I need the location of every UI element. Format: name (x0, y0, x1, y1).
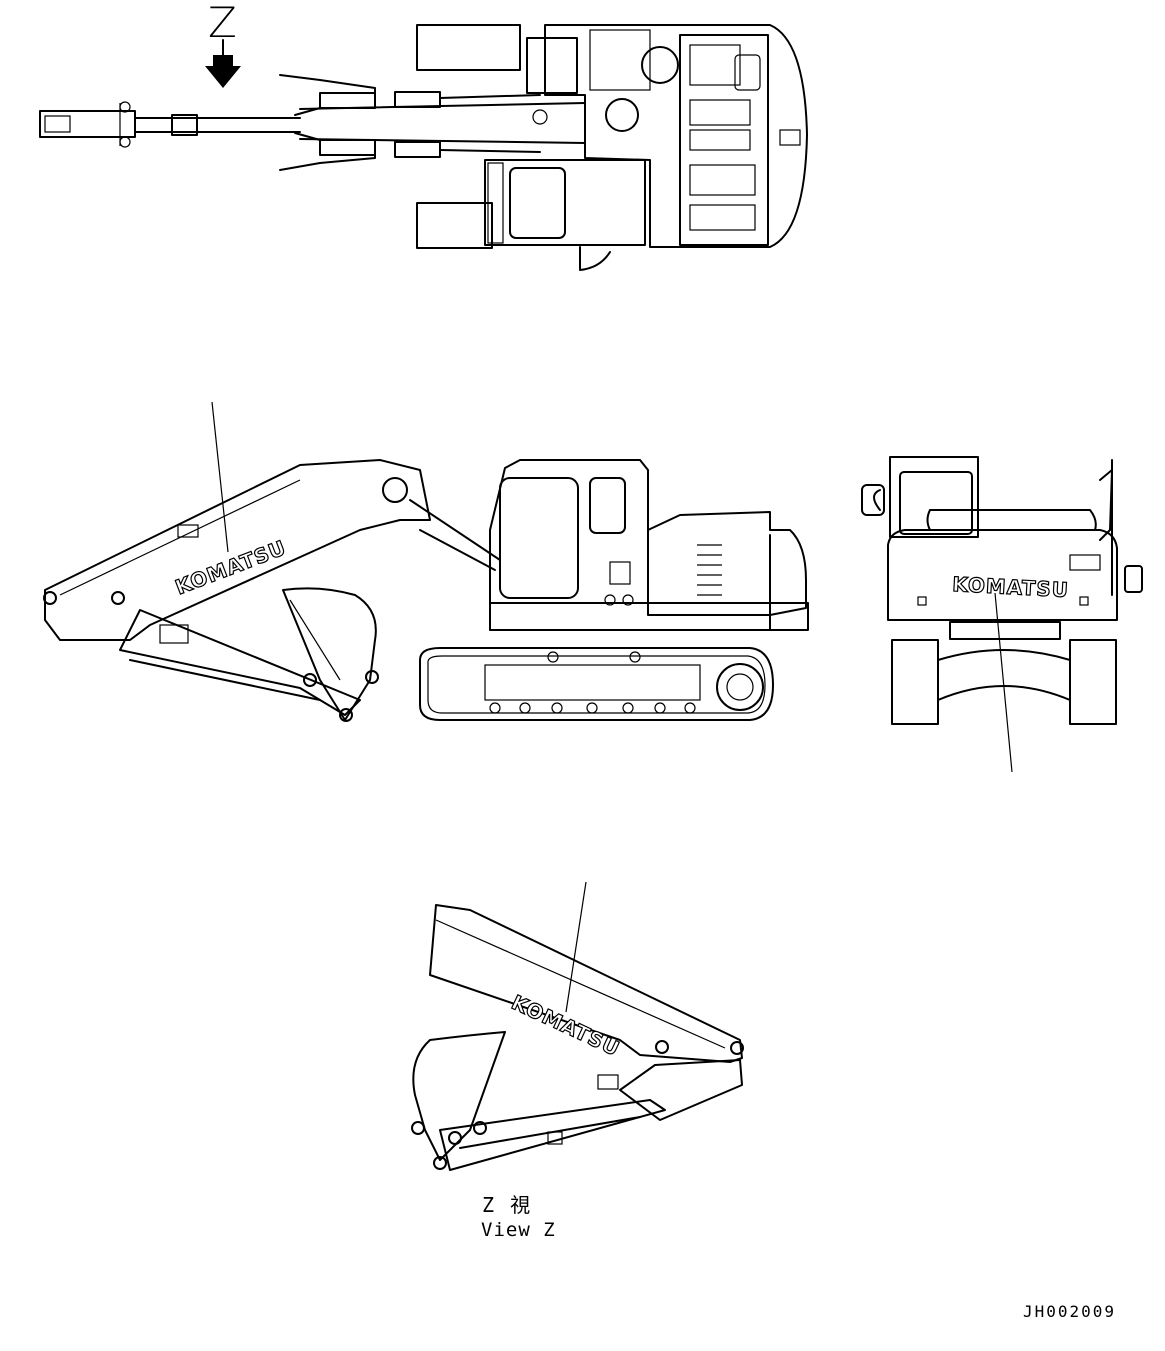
side-view (43, 401, 809, 722)
rear-view-track-left (891, 639, 939, 725)
side-view-arm (119, 609, 361, 716)
view-z-marker-label: Z (208, 0, 237, 47)
top-view (39, 24, 808, 271)
rear-view-counterweight (887, 529, 1118, 621)
side-view-leader-line (211, 401, 229, 553)
top-view-track-lower (416, 202, 493, 249)
view-z-bucket (412, 1031, 506, 1161)
view-z-arm (439, 1099, 666, 1171)
top-view-track-upper (416, 24, 521, 71)
view-z-caption-english: View Z (481, 1219, 556, 1241)
view-z-arrow (205, 39, 241, 88)
top-view-upper-structure (484, 24, 808, 271)
side-view-boom (44, 459, 431, 641)
view-z-leader-line (565, 881, 587, 1013)
side-view-undercarriage (419, 647, 774, 721)
side-view-engine-hood (647, 511, 807, 616)
side-view-rollers (489, 651, 696, 714)
side-view-bucket (282, 587, 377, 721)
drawing-code: JH002009 (1023, 1302, 1117, 1321)
top-view-boom (279, 74, 586, 171)
side-view-grille (697, 544, 722, 596)
view-z-boom (429, 904, 743, 1063)
view-z-caption-japanese: Z 視 (482, 1193, 533, 1217)
rear-view-track-right (1069, 639, 1117, 725)
view-z-detail (411, 881, 744, 1171)
rear-view-leader-line (994, 592, 1013, 773)
rear-view (861, 456, 1143, 773)
top-view-arm (39, 101, 301, 148)
